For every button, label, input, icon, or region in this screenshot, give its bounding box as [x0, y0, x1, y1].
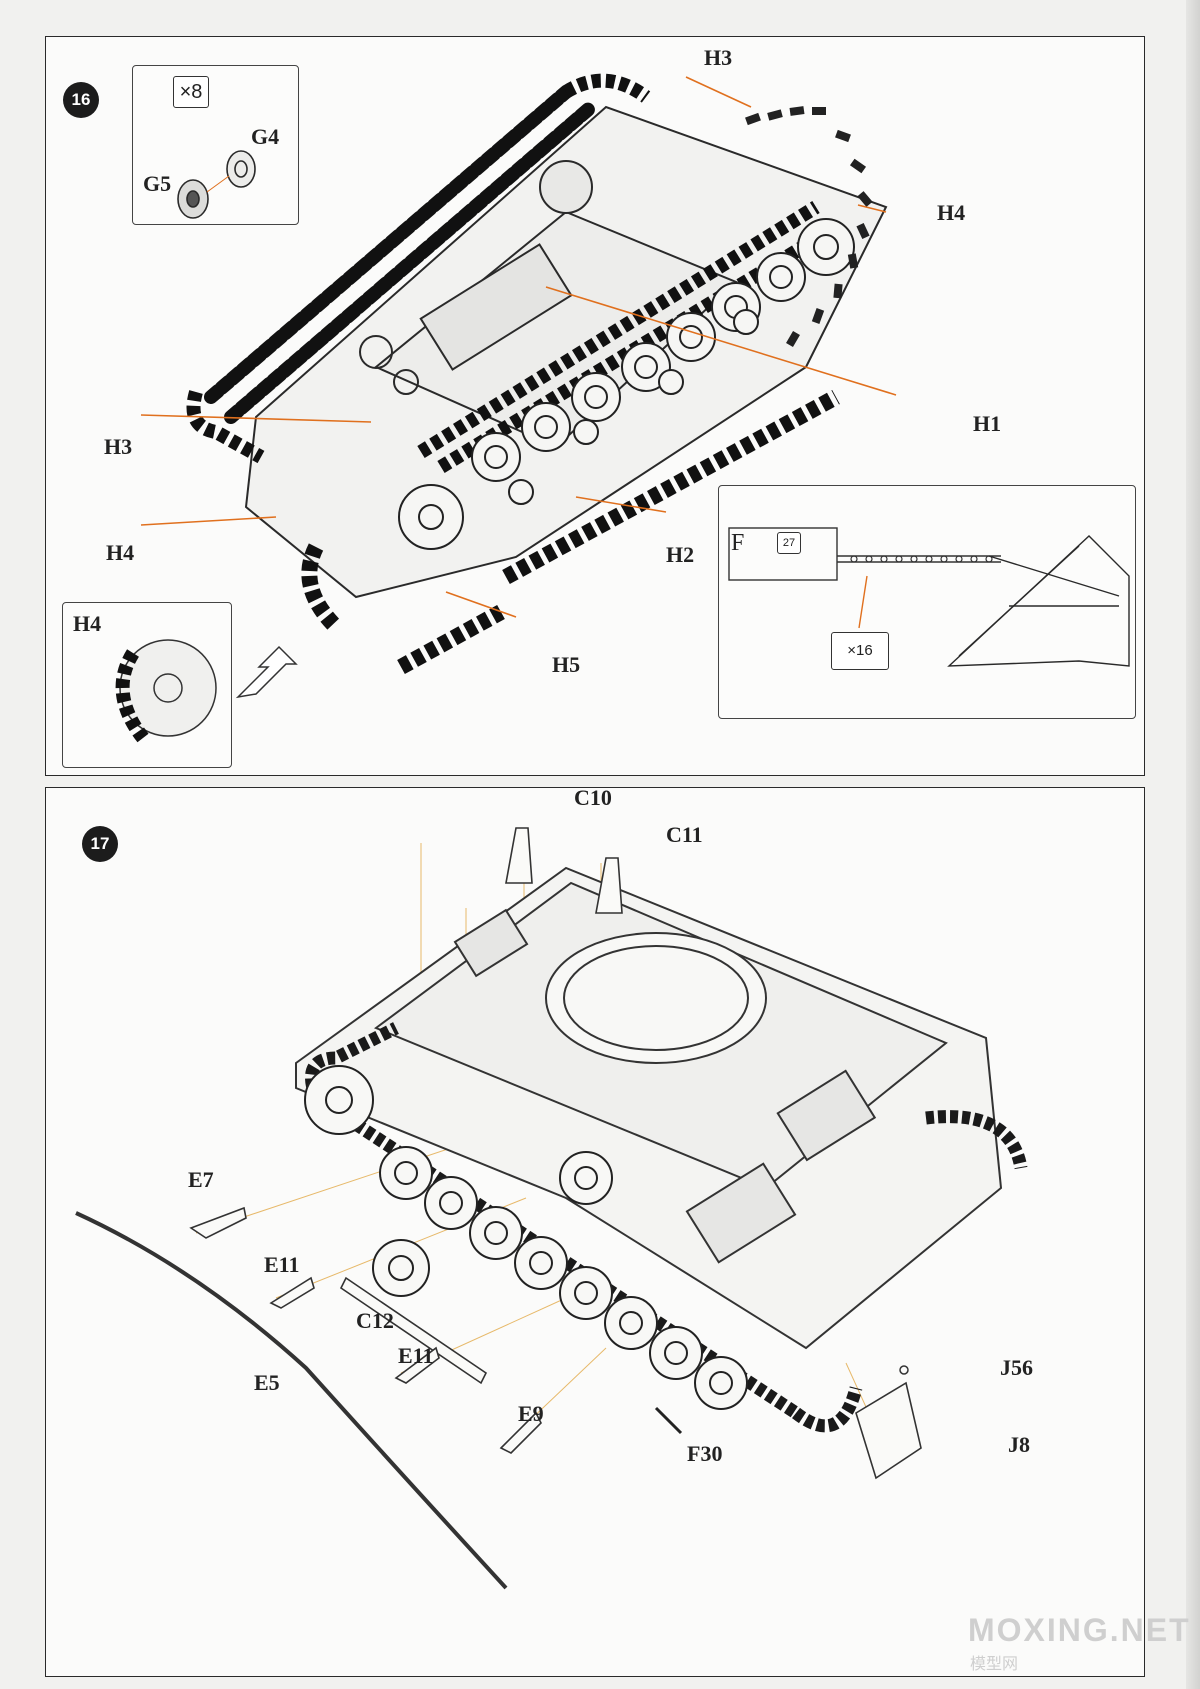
part-label-h4-left: H4	[106, 540, 135, 565]
step-17-panel: 17	[45, 785, 1145, 1677]
road-wheel-inset: ×8 G4 G5	[132, 65, 299, 225]
part-label-j56: J56	[1000, 1355, 1033, 1380]
insert-arrow	[235, 645, 298, 699]
part-label-h5: H5	[552, 652, 581, 677]
inset-quantity: ×8	[173, 76, 209, 108]
part-label-e9: E9	[518, 1401, 544, 1426]
step-17-hull-assembly	[75, 827, 1028, 1590]
watermark-main: MOXING.NET	[968, 1612, 1191, 1648]
page-binding-edge	[1186, 0, 1200, 1689]
part-label-h3-left: H3	[104, 434, 133, 459]
step-16-hull-assembly	[140, 73, 897, 675]
part-label-c10: C10	[574, 785, 612, 810]
part-label-g4: G4	[251, 124, 280, 149]
pe-fret-letter: F	[731, 530, 745, 556]
part-label-c12: C12	[356, 1308, 394, 1333]
step-16-panel: 16 ×8 G4 G5	[45, 36, 1145, 776]
watermark-sub: 模型网	[970, 1654, 1019, 1673]
pe-quantity: ×16	[831, 632, 889, 670]
road-wheel-drawing	[177, 150, 256, 219]
part-label-j8: J8	[1008, 1432, 1030, 1457]
part-label-h4-right: H4	[937, 200, 966, 225]
part-label-e5: E5	[254, 1370, 280, 1395]
part-label-e11-top: E11	[264, 1252, 300, 1277]
h4-detail-label: H4	[73, 611, 102, 636]
part-label-h3-top: H3	[704, 45, 733, 70]
sprocket-drawing	[115, 639, 217, 743]
h4-detail-inset: H4	[62, 602, 232, 768]
step-17-number: 17	[82, 826, 118, 862]
part-label-h2: H2	[666, 542, 695, 567]
pe-fret-number: 27	[777, 532, 801, 554]
pe-fret-drawing	[728, 527, 1130, 667]
part-label-g5: G5	[143, 171, 172, 196]
photo-etch-detail: F 27 ×16	[718, 485, 1136, 719]
step-16-number: 16	[63, 82, 99, 118]
part-label-f30: F30	[687, 1441, 723, 1466]
part-label-c11: C11	[666, 822, 703, 847]
part-label-h1: H1	[973, 411, 1002, 436]
part-label-e7: E7	[188, 1167, 214, 1192]
part-label-e11-bottom: E11	[398, 1343, 434, 1368]
